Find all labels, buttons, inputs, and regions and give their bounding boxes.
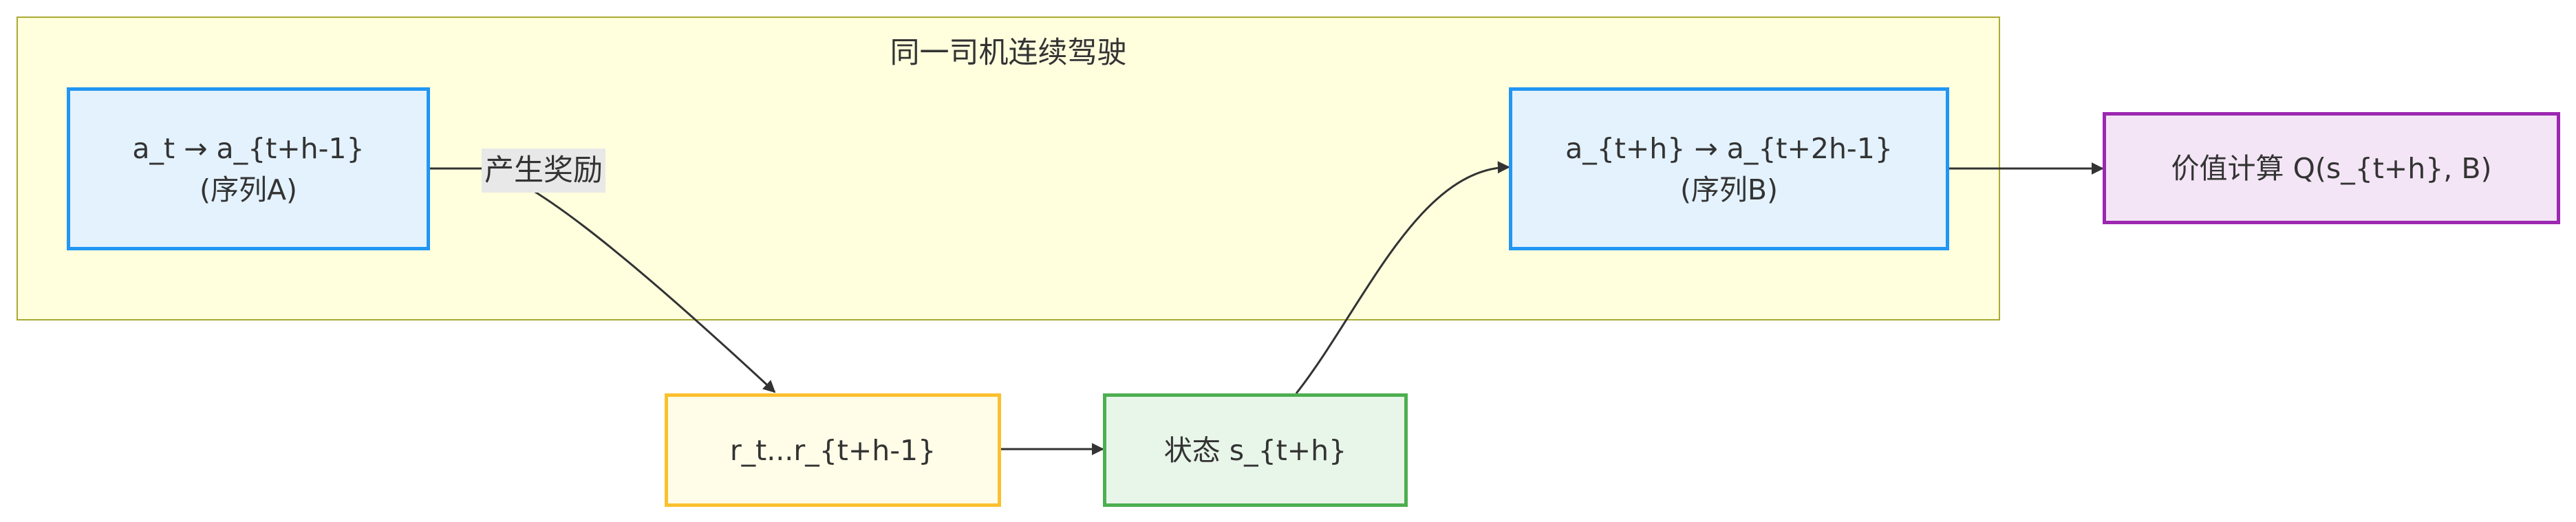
edge-seq-a-to-rewards: [430, 167, 776, 393]
node-sequence-a-line2: (序列A): [199, 173, 298, 206]
node-value-calculation: 价值计算 Q(s_{t+h}, B): [2103, 112, 2560, 224]
edge-label-produce-reward: 产生奖励: [482, 149, 605, 193]
node-sequence-a-line1: a_t → a_{t+h-1}: [132, 131, 365, 165]
node-sequence-a: a_t → a_{t+h-1} (序列A): [67, 87, 430, 250]
node-rewards: r_t...r_{t+h-1}: [665, 393, 1001, 507]
node-rewards-label: r_t...r_{t+h-1}: [729, 433, 936, 467]
node-value-label: 价值计算 Q(s_{t+h}, B): [2171, 151, 2492, 185]
edge-state-to-seq-b: [1295, 161, 1510, 394]
node-sequence-b-line2: (序列B): [1679, 173, 1779, 206]
node-state: 状态 s_{t+h}: [1103, 393, 1408, 507]
group-title: 同一司机连续驾驶: [890, 36, 1127, 70]
node-sequence-b: a_{t+h} → a_{t+2h-1} (序列B): [1509, 87, 1949, 250]
node-sequence-b-line1: a_{t+h} → a_{t+2h-1}: [1565, 131, 1893, 165]
node-state-label: 状态 s_{t+h}: [1163, 433, 1347, 467]
